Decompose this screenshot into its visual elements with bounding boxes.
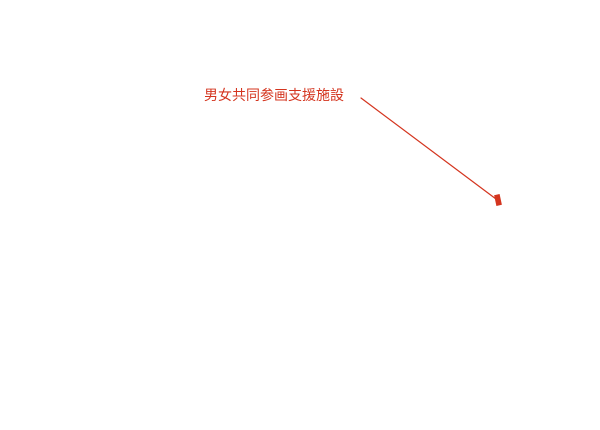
facility-label[interactable]: 男女共同参画支援施設 [204, 88, 344, 104]
facility-marker-icon[interactable] [494, 194, 502, 206]
facility-marker-shape [494, 194, 502, 206]
leader-line [360, 97, 497, 200]
